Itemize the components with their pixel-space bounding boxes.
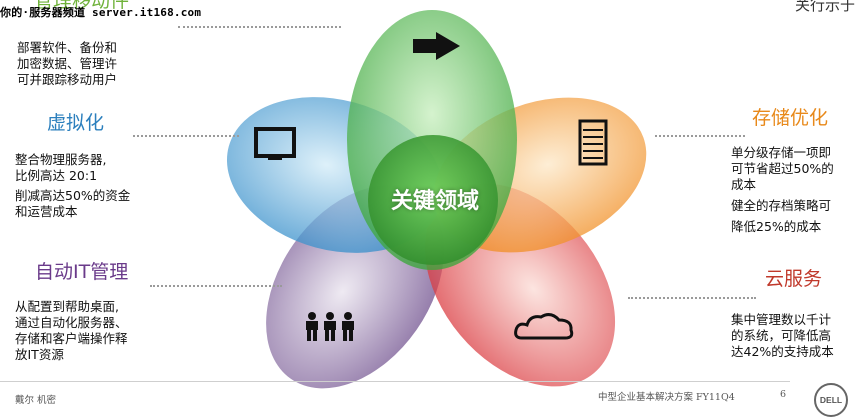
- arrow-right-icon: [413, 32, 460, 60]
- cloud-description: 集中管理数以千计 的系统，可降低高 达42%的支持成本: [731, 312, 834, 360]
- mobile-line-2: 加密数据、管理许: [17, 56, 118, 71]
- virtualization-line-2: 比例高达 20:1: [15, 168, 98, 183]
- venn-diagram: [226, 10, 647, 389]
- virtualization-line-3: 削减高达50%的资金: [15, 188, 131, 203]
- cloud-line-1: 集中管理数以千计: [731, 312, 832, 327]
- automation-leader: [150, 285, 282, 287]
- virtualization-heading: 虚拟化: [47, 112, 105, 134]
- virtualization-description: 整合物理服务器, 比例高达 20:1 削减高达50%的资金 和运营成本: [15, 152, 130, 220]
- automation-line-4: 放IT资源: [15, 347, 64, 362]
- footer-title: 中型企业基本解决方案 FY11Q4: [598, 392, 735, 403]
- mobile-management-description: 部署软件、备份和 加密数据、管理许 可并跟踪移动用户: [17, 40, 117, 88]
- virtualization-leader: [133, 135, 239, 137]
- cloud-heading: 云服务: [765, 268, 823, 290]
- automation-line-2: 通过自动化服务器、: [15, 315, 128, 330]
- mobile-line-3: 可并跟踪移动用户: [17, 72, 118, 87]
- monitor-icon: [254, 127, 296, 160]
- automation-line-1: 从配置到帮助桌面,: [15, 299, 119, 314]
- cloud-leader: [628, 297, 756, 299]
- corner-partial-text: 关行示于: [794, 0, 855, 14]
- storage-line-5: 降低25%的成本: [731, 219, 822, 234]
- watermark-text: 你的·服务器频道 server.it168.com: [0, 6, 202, 19]
- virtualization-line-1: 整合物理服务器,: [15, 152, 107, 167]
- storage-description: 单分级存储一项即 可节省超过50%的 成本 健全的存档策略可 降低25%的成本: [731, 145, 834, 235]
- mobile-management-heading: 管理移动件: [34, 0, 130, 12]
- automation-heading: 自动IT管理: [35, 261, 129, 283]
- mobile-line-1: 部署软件、备份和: [17, 40, 118, 55]
- storage-line-3: 成本: [731, 177, 757, 192]
- storage-heading: 存储优化: [752, 107, 829, 129]
- cloud-line-3: 达42%的支持成本: [731, 344, 834, 359]
- server-rack-icon: [578, 119, 608, 166]
- cloud-line-2: 的系统，可降低高: [731, 328, 832, 343]
- cloud-icon: [514, 313, 574, 340]
- dell-logo: DELL: [814, 383, 848, 417]
- center-label: 关键领域: [390, 189, 479, 214]
- storage-line-2: 可节省超过50%的: [731, 161, 834, 176]
- storage-leader: [655, 135, 745, 137]
- automation-description: 从配置到帮助桌面, 通过自动化服务器、 存储和客户端操作释 放IT资源: [15, 299, 128, 363]
- storage-line-1: 单分级存储一项即: [731, 145, 832, 160]
- center-circle: [368, 135, 498, 265]
- footer-divider: [0, 381, 790, 382]
- footer-confidential: 戴尔 机密: [15, 395, 57, 406]
- storage-line-4: 健全的存档策略可: [731, 198, 832, 213]
- automation-line-3: 存储和客户端操作释: [15, 331, 128, 346]
- footer-page-number: 6: [780, 389, 787, 400]
- top-left-leader: [178, 26, 341, 28]
- virtualization-line-4: 和运营成本: [15, 204, 78, 219]
- people-icon: [306, 312, 354, 341]
